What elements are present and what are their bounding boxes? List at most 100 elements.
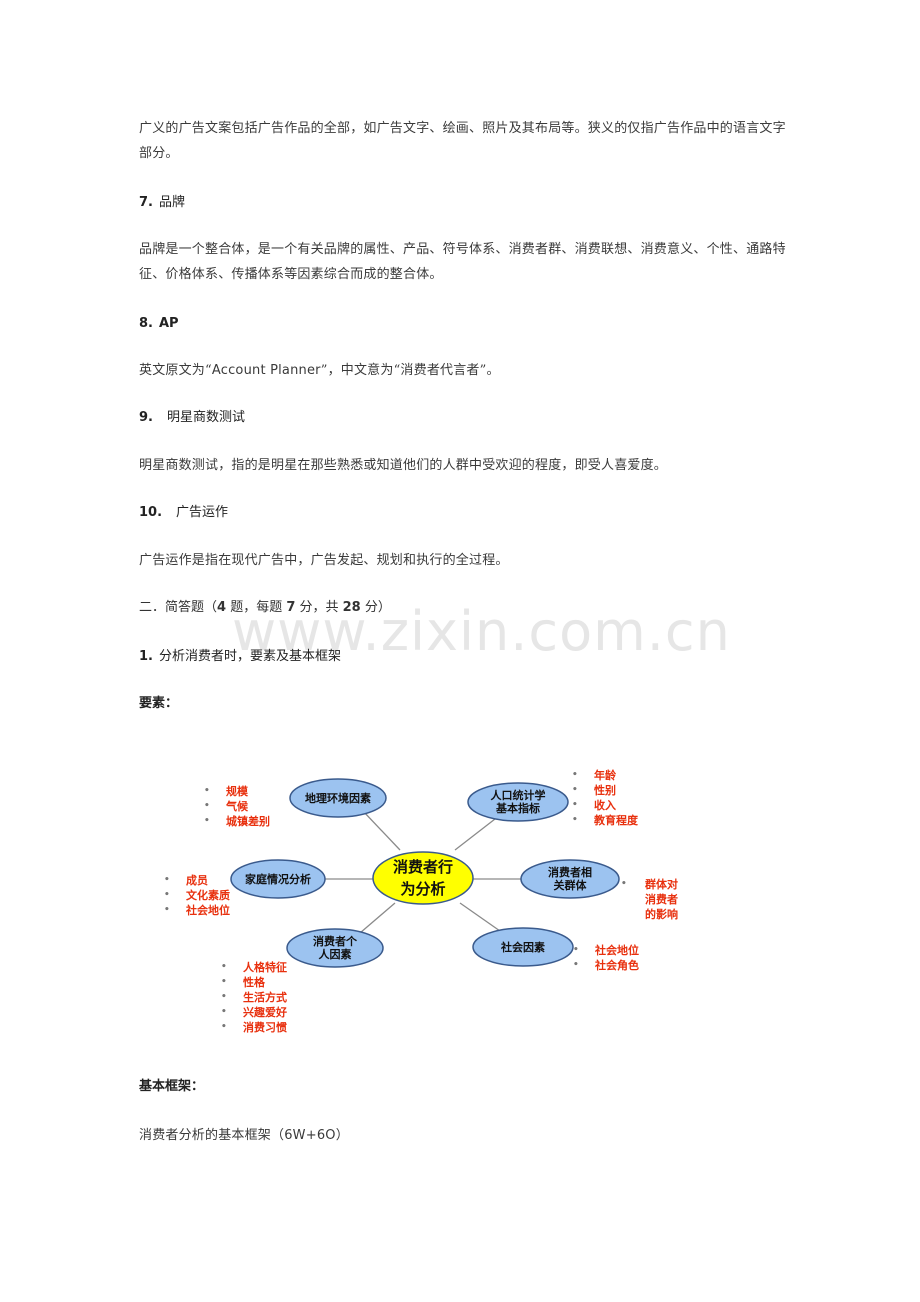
list-item: •性别 bbox=[572, 784, 616, 797]
list-item: 消费者 bbox=[645, 893, 678, 906]
paragraph-framework: 消费者分析的基本框架（6W+6O） bbox=[139, 1123, 789, 1148]
bullet-icon: • bbox=[572, 815, 578, 825]
heading-title: 广告运作 bbox=[176, 505, 229, 520]
list-personal-factors: •人格特征 •性格 •生活方式 •兴趣爱好 •消费习惯 bbox=[221, 960, 287, 1035]
node-geo-shape bbox=[289, 778, 387, 818]
list-social-factors: •社会地位 •社会角色 bbox=[573, 943, 639, 973]
heading-item-8: 8. AP bbox=[139, 314, 179, 334]
list-geographic-factors: •规模 •气候 •城镇差别 bbox=[204, 784, 270, 829]
bullet-icon: • bbox=[164, 875, 170, 885]
framework-code: 6W+6O bbox=[284, 1128, 336, 1143]
heading-title: 明星商数测试 bbox=[166, 410, 245, 425]
bullet-icon: • bbox=[221, 1007, 227, 1017]
node-geographic-factors: 地理环境因素 bbox=[290, 779, 386, 817]
heading-question-1: 1. 分析消费者时，要素及基本框架 bbox=[139, 647, 341, 667]
ap-text-pre: 英文原文为“ bbox=[139, 363, 212, 378]
bullet-icon: • bbox=[221, 977, 227, 987]
list-item: •规模 bbox=[204, 785, 248, 798]
list-item: •消费习惯 bbox=[221, 1021, 287, 1034]
list-item: •兴趣爱好 bbox=[221, 1006, 287, 1019]
ap-text-english: Account Planner bbox=[211, 363, 321, 378]
center-node-consumer-behavior: 消费者行 为分析 bbox=[373, 852, 473, 904]
section-suffix: 分） bbox=[360, 600, 391, 615]
center-label-line1: 消费者行 bbox=[392, 858, 453, 876]
section-text: 分，共 bbox=[295, 600, 343, 615]
heading-item-9: 9. 明星商数测试 bbox=[139, 408, 245, 428]
bullet-icon: • bbox=[572, 785, 578, 795]
heading-number: 9. bbox=[139, 410, 153, 425]
diagram-connectors bbox=[230, 778, 620, 968]
node-label-line2: 关群体 bbox=[553, 879, 587, 892]
list-demographics: •年龄 •性别 •收入 •教育程度 bbox=[572, 768, 638, 828]
bullet-icon: • bbox=[204, 816, 210, 826]
list-item: •性格 bbox=[221, 976, 265, 989]
list-item: •群体对 bbox=[621, 878, 678, 891]
bullet-icon: • bbox=[572, 770, 578, 780]
bullet-icon: • bbox=[221, 992, 227, 1002]
node-label: 社会因素 bbox=[501, 940, 545, 954]
bullet-icon: • bbox=[164, 890, 170, 900]
section-prefix: 二．简答题（ bbox=[139, 600, 218, 615]
list-item: •社会角色 bbox=[573, 959, 639, 972]
ap-text-post: ”，中文意为“消费者代言者”。 bbox=[320, 363, 500, 378]
paragraph-ad-operation: 广告运作是指在现代广告中，广告发起、规划和执行的全过程。 bbox=[139, 553, 509, 568]
section-heading-short-answer: 二．简答题（4 题，每题 7 分，共 28 分） bbox=[139, 598, 391, 618]
bullet-icon: • bbox=[221, 962, 227, 972]
paragraph-ap: 英文原文为“Account Planner”，中文意为“消费者代言者”。 bbox=[139, 358, 789, 383]
bullet-icon: • bbox=[204, 786, 210, 796]
points-total: 28 bbox=[342, 600, 361, 615]
node-demographics: 人口统计学 基本指标 bbox=[468, 783, 568, 821]
bullet-icon: • bbox=[573, 945, 579, 955]
node-label: 家庭情况分析 bbox=[245, 872, 311, 886]
list-item: •教育程度 bbox=[572, 814, 638, 827]
label-elements: 要素： bbox=[139, 696, 179, 711]
list-item: •成员 bbox=[164, 874, 208, 887]
framework-text: 消费者分析的基本框架（ bbox=[139, 1128, 285, 1143]
node-label-line2: 基本指标 bbox=[496, 802, 540, 815]
node-label-line1: 消费者个 bbox=[313, 935, 357, 948]
question-count: 4 bbox=[217, 600, 227, 615]
heading-title: 分析消费者时，要素及基本框架 bbox=[158, 649, 341, 664]
list-family: •成员 •文化素质 •社会地位 bbox=[164, 873, 230, 918]
node-personal-factors: 消费者个 人因素 bbox=[287, 929, 383, 967]
node-reference-group: 消费者相 关群体 bbox=[521, 860, 619, 898]
node-social-factors: 社会因素 bbox=[473, 928, 573, 966]
node-label-line1: 人口统计学 bbox=[490, 789, 546, 802]
consumer-behavior-diagram: 消费者行 为分析 地理环境因素 人口统计学 基本指标 家庭情况分析 消费者相 关… bbox=[150, 755, 700, 1045]
heading-title: 品牌 bbox=[158, 195, 185, 210]
heading-number: 10. bbox=[139, 505, 163, 520]
list-item: •年龄 bbox=[572, 769, 616, 782]
list-item: •生活方式 bbox=[221, 991, 287, 1004]
list-item: •人格特征 bbox=[221, 961, 287, 974]
center-label-line2: 为分析 bbox=[400, 880, 446, 898]
list-item: •社会地位 bbox=[573, 944, 639, 957]
list-reference-group: •群体对 消费者 的影响 bbox=[621, 877, 678, 922]
paragraph-copywriting-definition: 广义的广告文案包括广告作品的全部，如广告文字、绘画、照片及其布局等。狭义的仅指广… bbox=[139, 121, 786, 161]
bullet-icon: • bbox=[164, 905, 170, 915]
list-item: •城镇差别 bbox=[204, 815, 270, 828]
bullet-icon: • bbox=[221, 1022, 227, 1032]
bullet-icon: • bbox=[572, 800, 578, 810]
points-each: 7 bbox=[286, 600, 296, 615]
node-family: 家庭情况分析 bbox=[231, 860, 325, 898]
heading-number: 8. bbox=[139, 316, 153, 331]
heading-item-7: 7.品牌 bbox=[139, 193, 185, 213]
heading-title: AP bbox=[158, 316, 179, 331]
list-item: •气候 bbox=[204, 800, 248, 813]
node-label-line2: 人因素 bbox=[318, 948, 352, 961]
heading-number: 1. bbox=[139, 649, 153, 664]
heading-item-10: 10. 广告运作 bbox=[139, 503, 228, 523]
list-item: •收入 bbox=[572, 799, 616, 812]
framework-text-close: ） bbox=[335, 1128, 349, 1143]
bullet-icon: • bbox=[573, 960, 579, 970]
bullet-icon: • bbox=[621, 879, 627, 889]
node-label: 地理环境因素 bbox=[305, 791, 371, 805]
section-text: 题，每题 bbox=[226, 600, 287, 615]
bullet-icon: • bbox=[204, 801, 210, 811]
node-label-line1: 消费者相 bbox=[548, 866, 592, 879]
label-basic-framework: 基本框架： bbox=[139, 1079, 205, 1094]
list-item: •社会地位 bbox=[164, 904, 230, 917]
list-item: 的影响 bbox=[645, 908, 678, 921]
paragraph-brand: 品牌是一个整合体，是一个有关品牌的属性、产品、符号体系、消费者群、消费联想、消费… bbox=[139, 242, 786, 282]
